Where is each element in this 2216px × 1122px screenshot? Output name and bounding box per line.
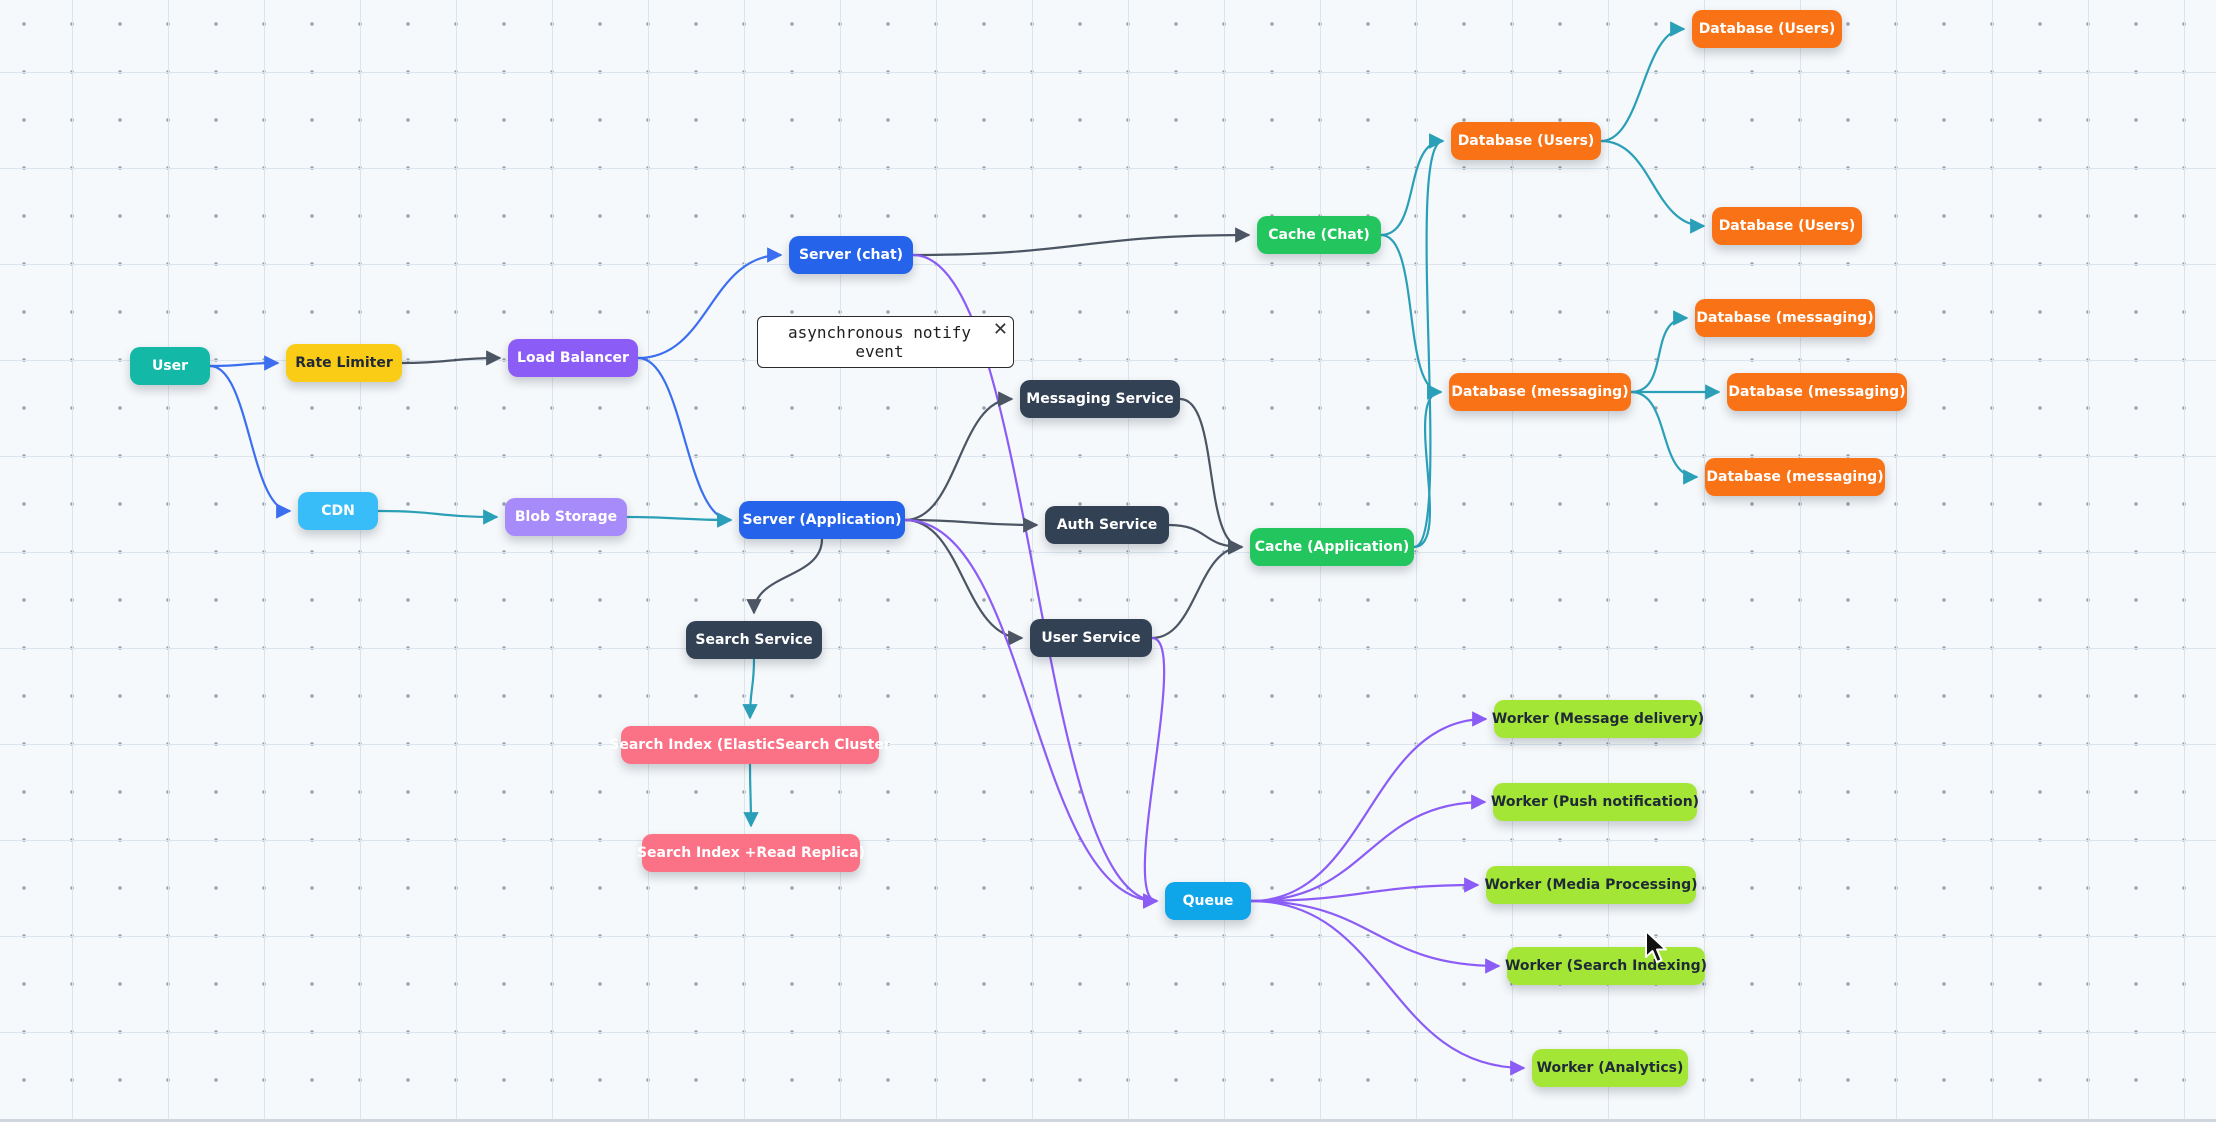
edge-server-chat-to-queue[interactable] (912, 253, 1159, 909)
node-messaging-service[interactable]: Messaging Service (1020, 380, 1180, 418)
node-db-msg-1[interactable]: Database (messaging) (1695, 299, 1875, 337)
node-label: User (151, 358, 189, 374)
edge-queue-to-worker-media[interactable] (1250, 877, 1480, 903)
node-label: Search Index +Read Replica) (636, 845, 866, 861)
node-db-users-2[interactable]: Database (Users) (1712, 207, 1862, 245)
node-search-service[interactable]: Search Service (686, 621, 822, 659)
node-load-balancer[interactable]: Load Balancer (508, 339, 638, 377)
edge-server-chat-to-cache-chat[interactable] (912, 227, 1251, 257)
edge-rate-limiter-to-load-balancer[interactable] (401, 350, 502, 366)
mouse-pointer-icon (1645, 930, 1667, 963)
node-worker-push[interactable]: Worker (Push notification) (1490, 783, 1700, 821)
edge-blob-storage-to-server-app[interactable] (626, 512, 733, 528)
edge-db-msg-main-to-db-msg-3[interactable] (1630, 390, 1699, 485)
node-label: Cache (Application) (1254, 539, 1410, 555)
edge-load-balancer-to-server-chat[interactable] (637, 247, 783, 360)
node-label: Messaging Service (1026, 391, 1174, 407)
edge-db-users-main-to-db-users-1[interactable] (1600, 21, 1686, 143)
node-label: Worker (Analytics) (1536, 1060, 1684, 1076)
node-worker-analytics[interactable]: Worker (Analytics) (1532, 1049, 1688, 1087)
node-label: Database (Users) (1698, 21, 1836, 37)
edge-queue-to-worker-search[interactable] (1250, 899, 1501, 974)
node-cache-app[interactable]: Cache (Application) (1250, 528, 1414, 566)
edge-user-to-rate-limiter[interactable] (209, 355, 280, 371)
node-db-msg-2[interactable]: Database (messaging) (1727, 373, 1907, 411)
node-label: Queue (1182, 893, 1234, 909)
node-cdn[interactable]: CDN (298, 492, 378, 530)
node-worker-delivery[interactable]: Worker (Message delivery) (1491, 700, 1705, 738)
node-label: User Service (1041, 630, 1141, 646)
node-label: Database (Users) (1457, 133, 1595, 149)
edge-server-app-to-queue[interactable] (904, 518, 1159, 909)
edge-server-app-to-user-service[interactable] (904, 518, 1024, 646)
edge-server-app-to-auth-service[interactable] (904, 517, 1039, 533)
node-label: Database (Users) (1718, 218, 1856, 234)
edge-cache-chat-to-db-msg-main[interactable] (1380, 233, 1443, 400)
node-label: CDN (321, 503, 355, 519)
edge-messaging-service-to-cache-app[interactable] (1179, 397, 1244, 555)
node-label: Blob Storage (514, 509, 618, 525)
edge-comment-text: asynchronous notify event (787, 323, 972, 361)
edge-user-to-cdn[interactable] (209, 364, 292, 519)
node-search-replica[interactable]: Search Index +Read Replica) (637, 834, 865, 872)
edge-search-service-to-search-index[interactable] (742, 658, 758, 720)
node-server-chat[interactable]: Server (chat) (789, 236, 913, 274)
node-label: Search Index (ElasticSearch Cluster (609, 737, 891, 753)
node-queue[interactable]: Queue (1165, 882, 1251, 920)
edge-cdn-to-blob-storage[interactable] (377, 509, 499, 525)
node-user-service[interactable]: User Service (1030, 619, 1152, 657)
node-db-msg-3[interactable]: Database (messaging) (1705, 458, 1885, 496)
node-label: Worker (Message delivery) (1491, 711, 1705, 727)
node-user[interactable]: User (130, 347, 210, 385)
node-label: Worker (Push notification) (1490, 794, 1700, 810)
close-icon[interactable]: ✕ (992, 319, 1008, 340)
node-search-index[interactable]: Search Index (ElasticSearch Cluster (609, 726, 891, 764)
node-label: Auth Service (1056, 517, 1158, 533)
node-label: Worker (Search Indexing) (1504, 958, 1708, 974)
node-label: Cache (Chat) (1268, 227, 1370, 243)
edge-user-service-to-cache-app[interactable] (1151, 539, 1244, 640)
edge-search-index-to-search-replica[interactable] (743, 763, 759, 828)
edge-queue-to-worker-analytics[interactable] (1250, 899, 1526, 1076)
node-label: Database (messaging) (1696, 310, 1874, 326)
edge-server-app-to-messaging-service[interactable] (904, 391, 1014, 522)
node-label: Rate Limiter (295, 355, 393, 371)
node-label: Server (Application) (742, 512, 902, 528)
edge-db-msg-main-to-db-msg-1[interactable] (1630, 310, 1689, 394)
node-label: Worker (Media Processing) (1484, 877, 1698, 893)
node-worker-search[interactable]: Worker (Search Indexing) (1504, 947, 1708, 985)
node-rate-limiter[interactable]: Rate Limiter (286, 344, 402, 382)
node-worker-media[interactable]: Worker (Media Processing) (1484, 866, 1698, 904)
edge-comment-box[interactable]: asynchronous notify event ✕ (757, 316, 1014, 368)
node-label: Database (messaging) (1451, 384, 1629, 400)
canvas-bottom-edge (0, 1119, 2216, 1122)
node-auth-service[interactable]: Auth Service (1045, 506, 1169, 544)
node-label: Server (chat) (798, 247, 904, 263)
node-label: Database (messaging) (1728, 384, 1906, 400)
node-db-users-main[interactable]: Database (Users) (1451, 122, 1601, 160)
node-label: Load Balancer (517, 350, 629, 366)
edge-queue-to-worker-delivery[interactable] (1250, 711, 1488, 903)
node-label: Database (messaging) (1706, 469, 1884, 485)
node-label: Search Service (695, 632, 813, 648)
edge-user-service-to-queue[interactable] (1143, 636, 1166, 909)
edge-cache-app-to-db-msg-main[interactable] (1413, 384, 1443, 549)
node-blob-storage[interactable]: Blob Storage (505, 498, 627, 536)
node-server-app[interactable]: Server (Application) (739, 501, 905, 539)
node-cache-chat[interactable]: Cache (Chat) (1257, 216, 1381, 254)
node-db-msg-main[interactable]: Database (messaging) (1449, 373, 1631, 411)
node-db-users-1[interactable]: Database (Users) (1692, 10, 1842, 48)
edge-server-app-to-search-service[interactable] (746, 538, 824, 615)
edge-db-users-main-to-db-users-2[interactable] (1600, 139, 1706, 234)
edge-cache-app-to-db-users-main[interactable] (1413, 133, 1445, 549)
edge-queue-to-worker-push[interactable] (1250, 794, 1487, 903)
edge-load-balancer-to-server-app[interactable] (637, 356, 733, 528)
